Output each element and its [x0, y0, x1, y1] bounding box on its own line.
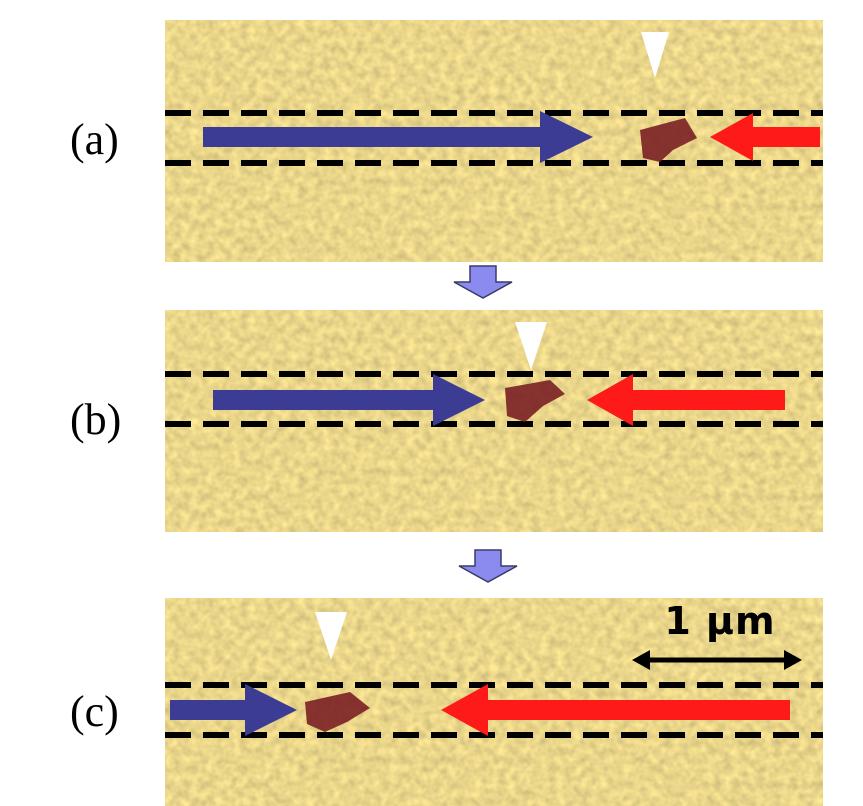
- micrograph-panel-a: [165, 20, 823, 262]
- down-arrow-icon: [453, 265, 513, 299]
- scale-bar-label: 1 μm: [664, 599, 776, 643]
- blue-arrow: [213, 374, 485, 426]
- red-arrow: [441, 684, 790, 736]
- triangle-down-icon: [315, 612, 347, 660]
- panel-label-b: (b): [70, 395, 122, 444]
- triangle-down-icon: [641, 32, 669, 78]
- triangle-down-icon: [515, 322, 547, 370]
- scale-bar: 1 μm: [630, 598, 810, 688]
- domain-wall: [305, 692, 370, 732]
- domain-wall: [505, 380, 565, 422]
- red-arrow: [587, 374, 785, 426]
- micrograph-panel-b: [165, 310, 823, 532]
- domain-wall: [640, 118, 697, 162]
- panel-label-a: (a): [70, 115, 119, 164]
- down-arrow-icon: [458, 549, 518, 583]
- blue-arrow: [170, 684, 297, 736]
- red-arrow: [710, 113, 820, 161]
- double-arrow-icon: [632, 650, 802, 670]
- panel-label-c: (c): [70, 687, 119, 736]
- blue-arrow: [203, 111, 593, 163]
- micrograph-panel-c: [165, 598, 823, 806]
